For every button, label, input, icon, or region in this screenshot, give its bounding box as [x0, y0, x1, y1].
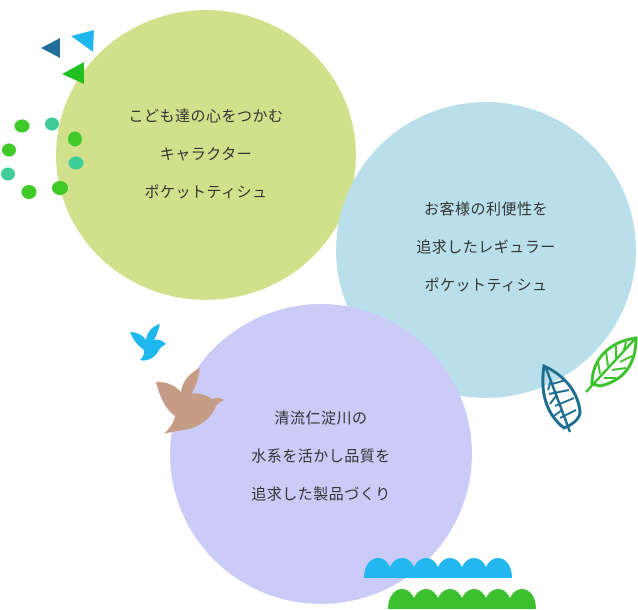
dot-icon	[52, 181, 68, 195]
leaf-blue-icon	[543, 366, 580, 432]
dot-icon	[15, 120, 30, 133]
bird-large-icon	[154, 366, 226, 436]
dot-icon	[68, 132, 82, 147]
quality-line-2: 水系を活かし品質を	[201, 437, 441, 475]
dot-icon	[1, 168, 15, 181]
character-line-3: ポケットティシュ	[86, 173, 326, 211]
hill-cyan-icon	[364, 558, 512, 578]
character-line-1: こども達の心をつかむ	[86, 97, 326, 135]
regular-line-2: 追求したレギュラー	[366, 228, 606, 266]
regular-text: お客様の利便性を 追求したレギュラー ポケットティシュ	[366, 190, 606, 304]
quality-line-1: 清流仁淀川の	[201, 399, 441, 437]
character-line-2: キャラクター	[86, 135, 326, 173]
leaf-icons	[536, 332, 638, 434]
dot-icons	[0, 112, 90, 202]
dot-icon	[2, 144, 16, 157]
triangle-green-icon	[62, 62, 84, 84]
dot-icon	[45, 118, 59, 131]
hill-green-icon	[388, 589, 536, 609]
character-text: こども達の心をつかむ キャラクター ポケットティシュ	[86, 97, 326, 211]
dot-icon	[69, 157, 84, 170]
triangle-dark-blue-icon	[41, 38, 60, 58]
dot-icon	[22, 185, 37, 199]
hill-icons	[362, 556, 538, 610]
quality-text: 清流仁淀川の 水系を活かし品質を 追求した製品づくり	[201, 399, 441, 513]
regular-line-1: お客様の利便性を	[366, 190, 606, 228]
quality-line-3: 追求した製品づくり	[201, 475, 441, 513]
triangle-cyan-icon	[71, 30, 94, 52]
leaf-green-icon	[586, 338, 636, 392]
triangle-icons	[38, 28, 98, 88]
regular-line-3: ポケットティシュ	[366, 266, 606, 304]
bird-small-icon	[128, 322, 170, 364]
